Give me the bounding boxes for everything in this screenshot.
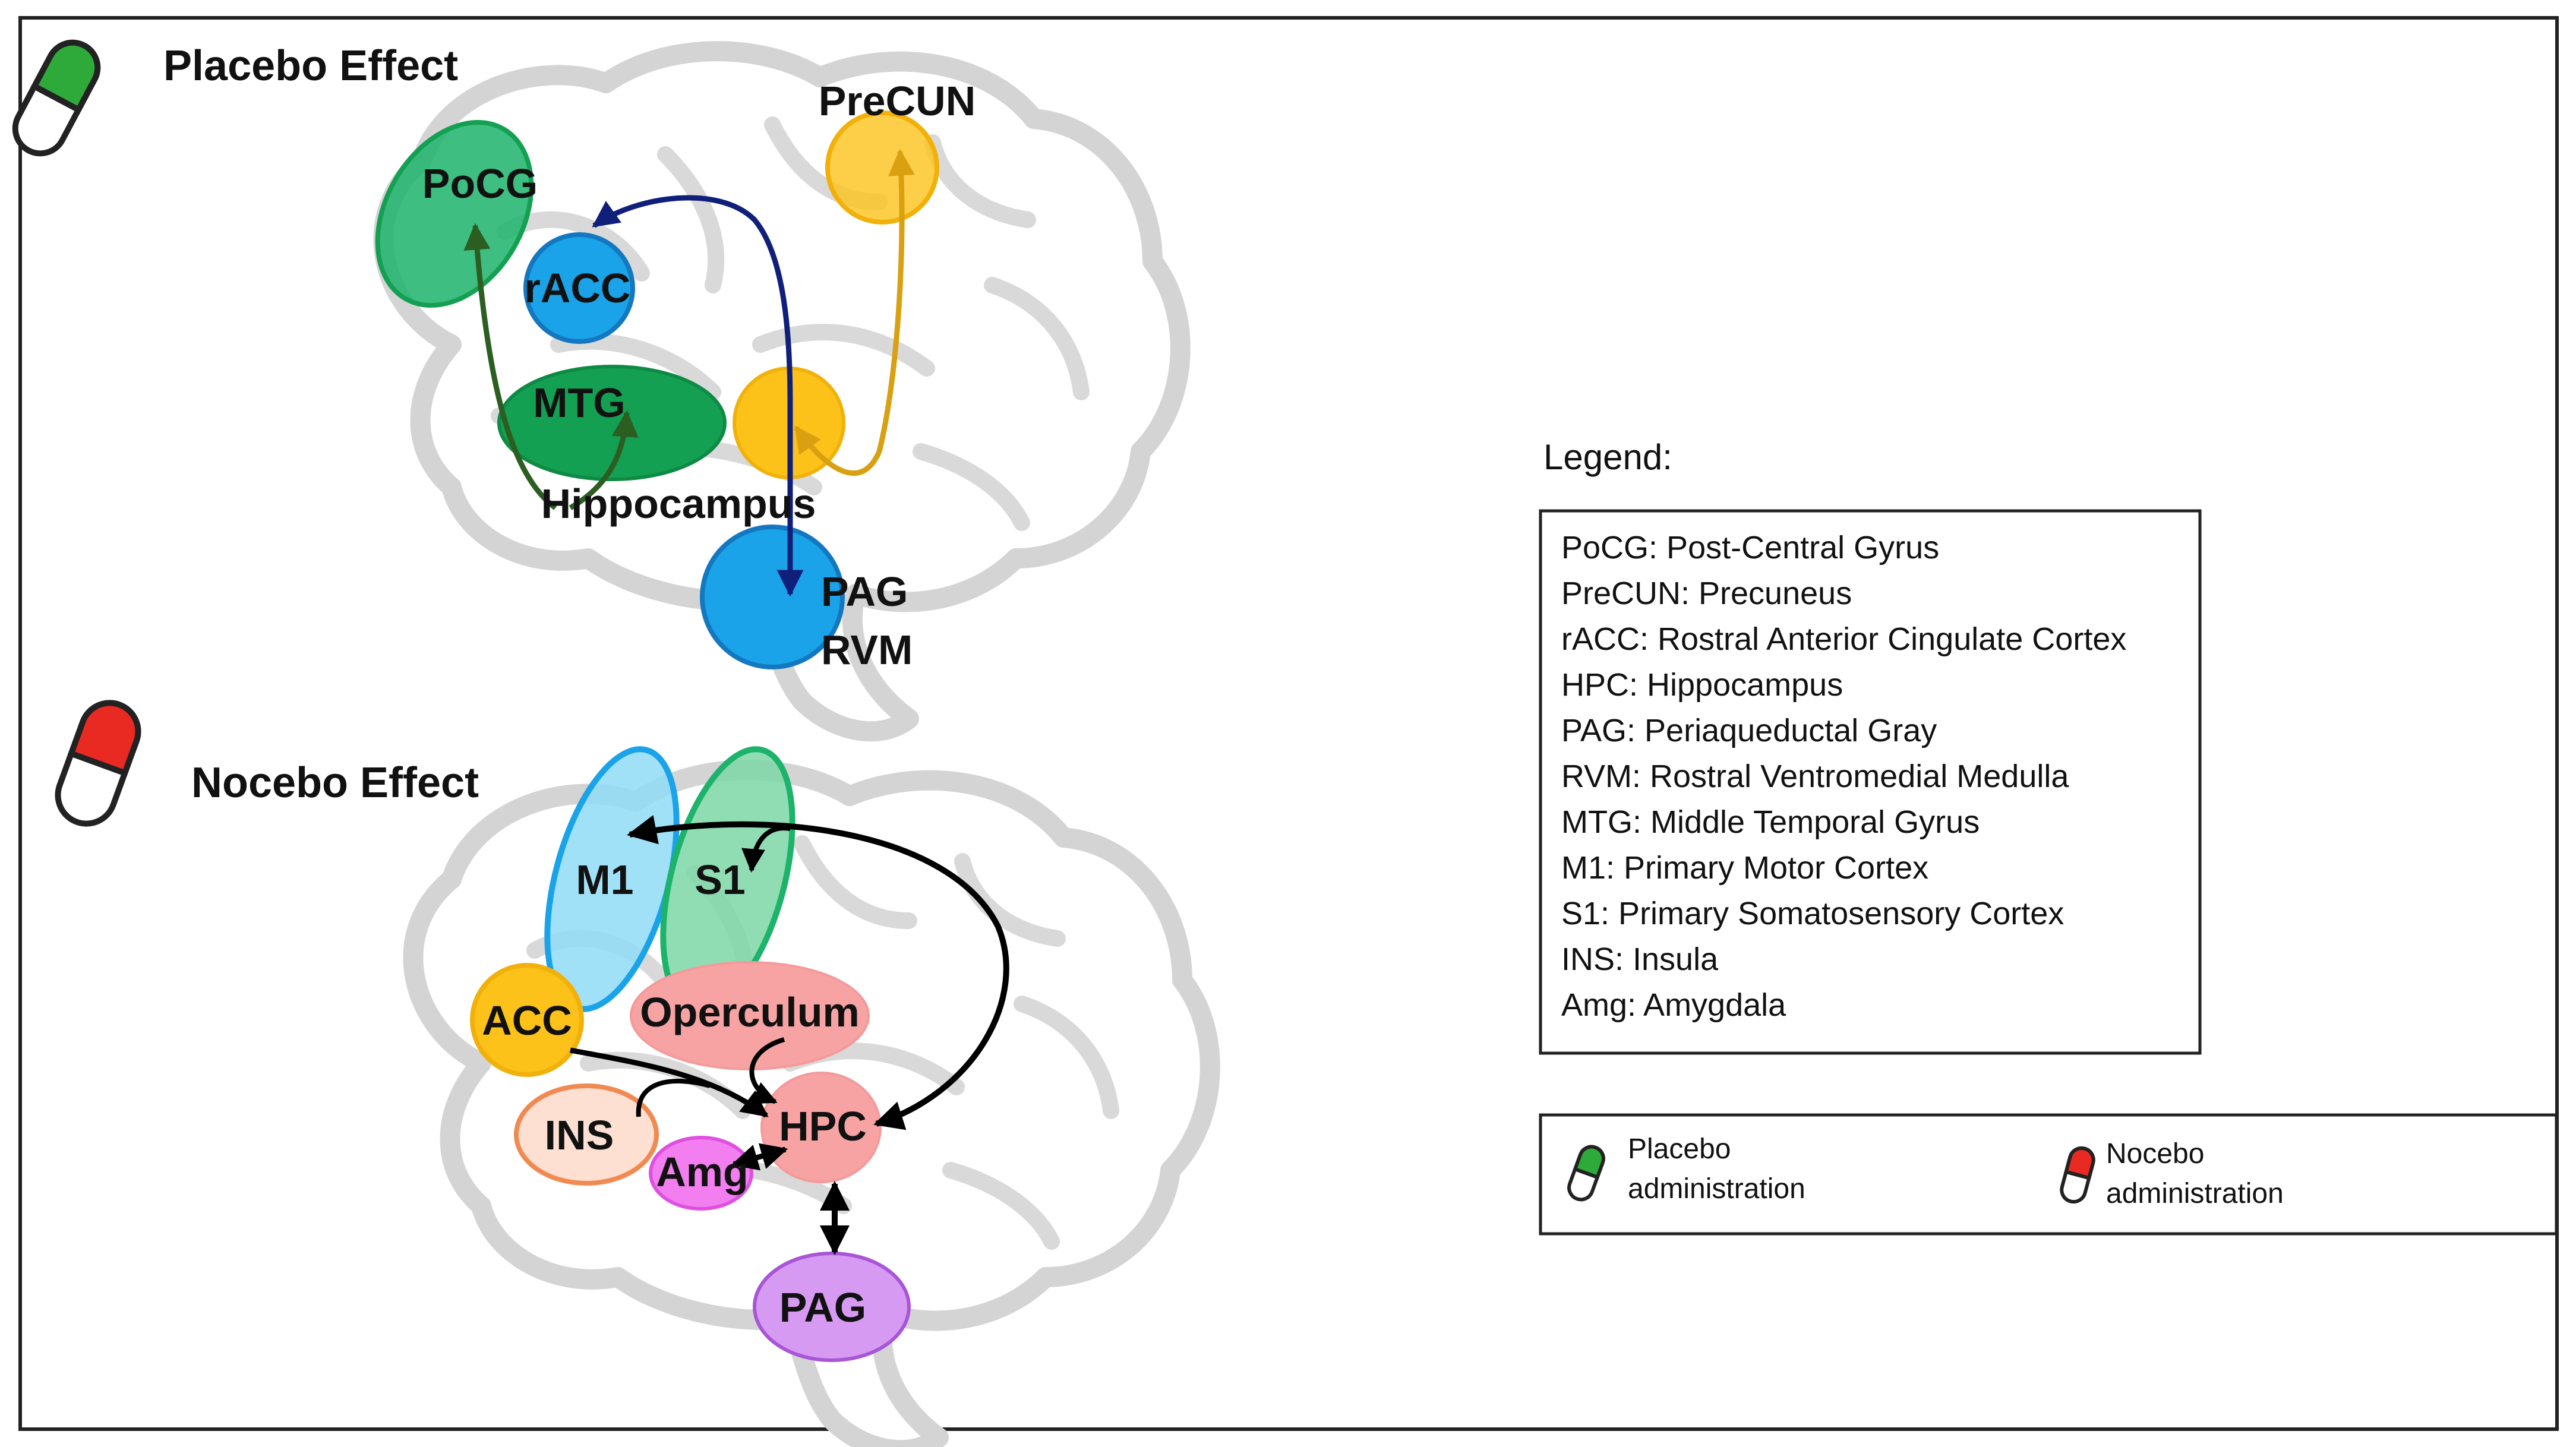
- hippocampus-label: Hippocampus: [541, 481, 816, 527]
- arrow-precun-hippocampus-bidirectional: [794, 149, 915, 476]
- arrow-to-s1: [741, 826, 791, 873]
- legend-entry: HPC: Hippocampus: [1561, 667, 1843, 703]
- amg-label: Amg: [656, 1149, 749, 1195]
- s1-label: S1: [694, 857, 746, 903]
- legend-entry: PreCUN: Precuneus: [1561, 576, 1852, 611]
- legend-entry: PoCG: Post-Central Gyrus: [1561, 530, 1939, 565]
- arrow-hippocampus-to-pocg: [463, 223, 557, 510]
- hpc-label: HPC: [779, 1103, 867, 1149]
- ins-region: [514, 1083, 659, 1186]
- legend: Legend: PoCG: Post-Central Gyrus PreCUN:…: [1539, 437, 2202, 1055]
- arrow-m1-hpc-bidirectional: [627, 815, 1009, 1130]
- nocebo-panel: Nocebo Effect M1 S1 ACC Operculum INS HP…: [55, 700, 1210, 1447]
- key-nocebo-pill-icon: [2060, 1146, 2095, 1204]
- legend-entry: INS: Insula: [1561, 942, 1719, 977]
- racc-label: rACC: [525, 265, 631, 311]
- legend-entry: S1: Primary Somatosensory Cortex: [1561, 896, 2064, 931]
- placebo-panel: Placebo Effect PoCG PreCUN rACC MTG Hipp…: [12, 39, 1180, 731]
- legend-entry: Amg: Amygdala: [1561, 987, 1786, 1023]
- nocebo-pill-icon: [55, 700, 141, 827]
- pocg-region: [375, 119, 534, 308]
- key-placebo-pill-icon: [1567, 1145, 1605, 1202]
- arrow-operculum-to-hpc: [749, 1037, 785, 1104]
- precun-label: PreCUN: [819, 78, 976, 124]
- arrow-acc-to-hpc: [570, 1047, 769, 1118]
- arrow-ins-curve: [636, 1078, 711, 1117]
- ins-label: INS: [545, 1112, 614, 1158]
- operculum-label: Operculum: [640, 989, 860, 1035]
- rvm-label: RVM: [821, 627, 913, 673]
- administration-key-box: [1539, 1113, 2558, 1236]
- nocebo-title: Nocebo Effect: [191, 759, 479, 807]
- amg-region: [649, 1136, 753, 1211]
- placebo-pill-icon: [12, 39, 101, 157]
- legend-title: Legend:: [1543, 437, 1672, 477]
- precun-region: [825, 110, 939, 225]
- arrow-racc-pag-bidirectional: [592, 195, 804, 597]
- key-nocebo-line1: Nocebo: [2106, 1138, 2204, 1170]
- legend-entry: PAG: Periaqueductal Gray: [1561, 713, 1937, 748]
- administration-key: Placebo administration Nocebo administra…: [1539, 1113, 2558, 1236]
- key-placebo-line2: administration: [1628, 1173, 1805, 1205]
- legend-entry: M1: Primary Motor Cortex: [1561, 850, 1928, 886]
- pag-nocebo-label: PAG: [779, 1284, 867, 1331]
- mtg-label: MTG: [533, 380, 626, 426]
- acc-label: ACC: [482, 997, 572, 1044]
- placebo-title: Placebo Effect: [163, 42, 458, 90]
- legend-entry: rACC: Rostral Anterior Cingulate Cortex: [1561, 621, 2126, 657]
- key-placebo-line1: Placebo: [1628, 1133, 1731, 1165]
- key-nocebo-line2: administration: [2106, 1178, 2284, 1209]
- legend-entry: MTG: Middle Temporal Gyrus: [1561, 804, 1980, 840]
- pocg-label: PoCG: [422, 160, 538, 207]
- legend-entry: RVM: Rostral Ventromedial Medulla: [1561, 759, 2069, 794]
- pag-label: PAG: [821, 568, 908, 615]
- m1-label: M1: [576, 857, 633, 903]
- legend-box: [1539, 509, 2202, 1055]
- arrow-amg-hpc-bidirectional: [731, 1143, 788, 1171]
- acc-region: [470, 963, 584, 1077]
